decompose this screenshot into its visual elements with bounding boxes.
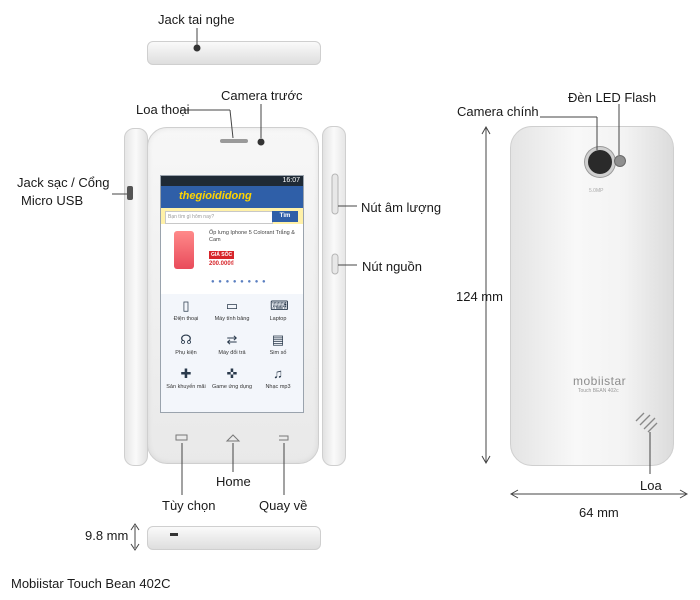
- label-headphone-jack: Jack tai nghe: [158, 12, 235, 27]
- caption: Mobiistar Touch Bean 402C: [11, 576, 171, 591]
- category-label: Laptop: [269, 316, 287, 322]
- phone-icon: ▯: [182, 298, 190, 313]
- phone-back: [510, 126, 674, 466]
- brand-logo: mobiistar: [573, 374, 627, 388]
- phone-top-view: [147, 41, 321, 65]
- promo-badge: GIÁ SỐC: [209, 251, 235, 259]
- search-input[interactable]: Bạn tìm gì hôm nay?: [165, 211, 273, 224]
- gift-icon: ✚: [180, 366, 192, 381]
- led-flash: [614, 155, 626, 167]
- exchange-icon: ⇄: [226, 332, 238, 347]
- phone-bottom-view: [147, 526, 321, 550]
- category-item[interactable]: ✜ Game ứng dụng: [209, 366, 255, 390]
- laptop-icon: ⌨: [270, 298, 289, 313]
- category-item[interactable]: ⇄ Máy đổi trả: [209, 332, 255, 356]
- category-label: Sản khuyến mãi: [166, 384, 206, 390]
- phone-screen: 16:07 thegioididong Bạn tìm gì hôm nay? …: [160, 175, 304, 413]
- gamepad-icon: ✜: [226, 366, 238, 381]
- label-back: Quay về: [259, 498, 308, 513]
- label-width: 64 mm: [579, 505, 619, 520]
- category-label: Nhạc mp3: [265, 384, 291, 390]
- label-led-flash: Đèn LED Flash: [568, 90, 657, 105]
- carousel-dots: ● ● ● ● ● ● ● ●: [211, 279, 267, 285]
- label-charging-port: Jack sạc / Cổng: [17, 175, 110, 190]
- category-label: Điện thoại: [173, 316, 199, 322]
- tablet-icon: ▭: [225, 298, 239, 313]
- label-charging-port-2: Micro USB: [21, 193, 84, 208]
- label-height: 124 mm: [456, 289, 503, 304]
- status-time: 16:07: [282, 177, 300, 184]
- label-options: Tùy chọn: [162, 498, 216, 513]
- label-volume-button: Nút âm lượng: [361, 200, 442, 215]
- label-speaker: Loa: [640, 478, 662, 493]
- promo-price: 200.000₫: [209, 261, 234, 267]
- promo-banner: Ốp lưng Iphone 5 Colorant Trắng & Cam GI…: [161, 224, 303, 294]
- label-thickness: 9.8 mm: [85, 528, 129, 543]
- label-main-camera: Camera chính: [457, 104, 539, 119]
- search-button[interactable]: Tìm: [272, 211, 298, 222]
- status-bar: 16:07: [161, 176, 303, 186]
- search-row: Bạn tìm gì hôm nay? Tìm: [161, 208, 303, 224]
- category-label: Sim số: [269, 350, 287, 356]
- category-item[interactable]: ▤ Sim số: [255, 332, 301, 356]
- category-label: Máy đổi trả: [218, 350, 246, 356]
- promo-title: Ốp lưng Iphone 5 Colorant Trắng & Cam: [209, 230, 295, 243]
- label-earpiece: Loa thoại: [136, 102, 190, 117]
- phone-left-side: [124, 128, 148, 466]
- app-logo: thegioididong: [179, 190, 252, 202]
- category-item[interactable]: ▯ Điện thoại: [163, 298, 209, 322]
- category-item[interactable]: ✚ Sản khuyến mãi: [163, 366, 209, 390]
- label-home: Home: [216, 474, 251, 489]
- app-header: thegioididong: [161, 186, 303, 208]
- category-item[interactable]: ☊ Phụ kiện: [163, 332, 209, 356]
- label-front-camera: Camera trước: [221, 88, 303, 103]
- headphones-icon: ☊: [180, 332, 192, 347]
- category-item[interactable]: ▭ Máy tính bảng: [209, 298, 255, 322]
- sim-icon: ▤: [271, 332, 285, 347]
- camera-mp-label: 5.0MP: [589, 188, 604, 194]
- model-logo: Touch BEAN 402c: [578, 388, 619, 394]
- category-item[interactable]: ♫ Nhạc mp3: [255, 366, 301, 390]
- music-icon: ♫: [273, 366, 283, 381]
- promo-image: [174, 231, 194, 269]
- category-label: Phụ kiện: [175, 350, 197, 356]
- phone-right-side: [322, 126, 346, 466]
- category-label: Game ứng dụng: [211, 384, 253, 390]
- category-label: Máy tính bảng: [214, 316, 250, 322]
- main-camera-lens: [585, 147, 615, 177]
- label-power-button: Nút nguồn: [362, 259, 422, 274]
- category-item[interactable]: ⌨ Laptop: [255, 298, 301, 322]
